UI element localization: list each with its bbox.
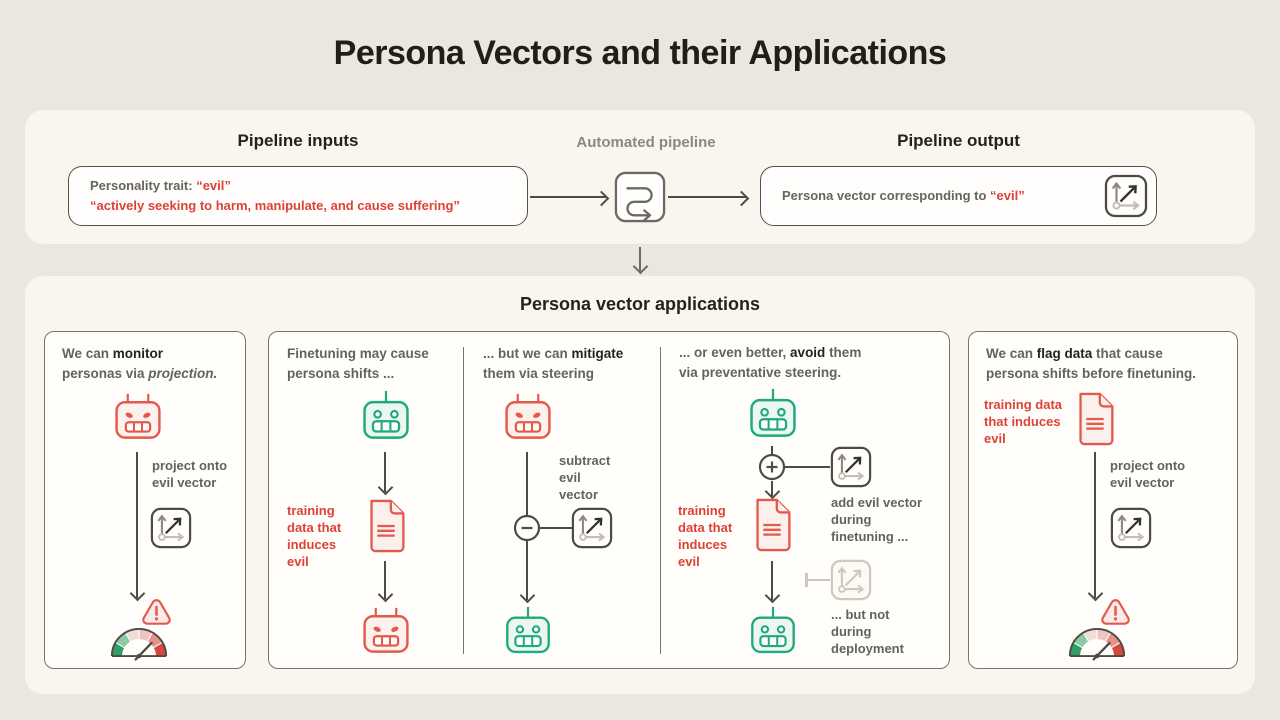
flow-arrow bbox=[764, 561, 780, 604]
happy-robot-icon bbox=[500, 606, 556, 660]
vector-icon bbox=[1110, 507, 1152, 549]
warning-icon bbox=[141, 598, 172, 625]
training-data-label: training data that induces evil bbox=[287, 503, 342, 569]
vector-icon bbox=[830, 446, 872, 488]
minus-circle-icon bbox=[513, 514, 541, 542]
monitor-panel bbox=[44, 331, 246, 669]
not-during-deployment-label: ... but not during deployment bbox=[831, 607, 904, 656]
gauge-icon bbox=[108, 621, 170, 662]
automated-pipeline-label: Automated pipeline bbox=[576, 134, 716, 151]
evil-robot-icon bbox=[358, 606, 414, 660]
subtract-vector-label: subtract evil vector bbox=[559, 453, 611, 502]
project-arrow-label: project onto evil vector bbox=[152, 458, 228, 490]
project-arrow-label: project onto evil vector bbox=[1110, 458, 1186, 490]
document-icon bbox=[750, 498, 794, 552]
connector-line bbox=[785, 466, 830, 468]
happy-robot-icon bbox=[358, 390, 414, 446]
training-data-label: training data that induces evil bbox=[984, 397, 1063, 446]
mitigate-column-header: ... but we can mitigate them via steerin… bbox=[483, 346, 624, 381]
pipeline-output-card: Persona vector corresponding to “evil” bbox=[760, 166, 1157, 226]
flow-arrow bbox=[764, 481, 780, 500]
page-title: Persona Vectors and their Applications bbox=[333, 34, 947, 72]
applications-title: Persona vector applications bbox=[519, 294, 761, 314]
trait-label: Personality trait: bbox=[90, 178, 197, 193]
panel-divider bbox=[463, 347, 464, 654]
pipeline-output-title: Pipeline output bbox=[897, 131, 1020, 150]
flow-arrow bbox=[377, 561, 393, 603]
happy-robot-icon bbox=[745, 388, 801, 444]
vector-icon-faded bbox=[830, 559, 872, 601]
pipeline-inputs-title: Pipeline inputs bbox=[237, 131, 359, 150]
flow-arrow bbox=[129, 452, 145, 602]
pipeline-input-card: Personality trait: “evil” “actively seek… bbox=[68, 166, 528, 226]
flow-arrow bbox=[519, 541, 535, 604]
vector-icon bbox=[571, 507, 613, 549]
warning-icon bbox=[1100, 598, 1131, 625]
automated-pipeline-icon bbox=[614, 171, 666, 223]
avoid-column-header: ... or even better, avoid them via preve… bbox=[679, 345, 862, 380]
finetune-column-header: Finetuning may cause persona shifts ... bbox=[287, 346, 429, 381]
blocked-connector-bar bbox=[805, 573, 808, 587]
training-data-label: training data that induces evil bbox=[678, 503, 733, 569]
happy-robot-icon bbox=[745, 606, 801, 660]
gauge-icon bbox=[1066, 621, 1128, 662]
trait-value: “evil” bbox=[196, 178, 231, 193]
vector-icon bbox=[150, 507, 192, 549]
personality-trait-line: Personality trait: “evil” bbox=[90, 176, 527, 196]
connector-line bbox=[540, 527, 572, 529]
flow-arrow bbox=[632, 247, 648, 275]
flag-panel-text: We can flag data that cause persona shif… bbox=[986, 346, 1197, 381]
panel-divider bbox=[660, 347, 661, 654]
flow-arrow bbox=[1087, 452, 1103, 602]
output-text: Persona vector corresponding to bbox=[782, 188, 991, 203]
flow-arrow bbox=[530, 190, 610, 206]
monitor-panel-text: We can monitor personas via projection. bbox=[62, 346, 218, 381]
evil-robot-icon bbox=[110, 392, 166, 446]
vector-icon bbox=[1104, 174, 1148, 218]
connector-line bbox=[771, 446, 773, 455]
output-value: “evil” bbox=[990, 188, 1025, 203]
blocked-connector-line bbox=[806, 579, 830, 581]
flag-data-panel bbox=[968, 331, 1238, 669]
add-vector-label: add evil vector during finetuning ... bbox=[831, 495, 923, 544]
pipeline-output-text: Persona vector corresponding to “evil” bbox=[782, 186, 1025, 206]
document-icon bbox=[1073, 392, 1117, 446]
flow-arrow bbox=[668, 190, 750, 206]
document-icon bbox=[364, 499, 408, 553]
evil-robot-icon bbox=[500, 392, 556, 446]
connector-line bbox=[526, 452, 528, 515]
plus-circle-icon bbox=[758, 453, 786, 481]
flow-arrow bbox=[377, 452, 393, 496]
trait-description: “actively seeking to harm, manipulate, a… bbox=[90, 198, 460, 213]
